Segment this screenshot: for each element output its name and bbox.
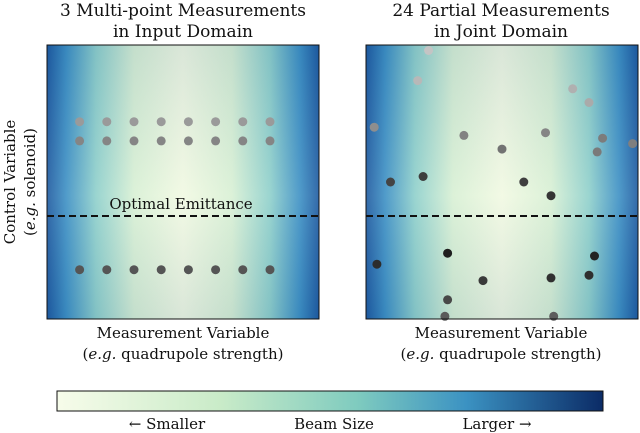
left-title-line1: 3 Multi-point Measurements [60, 1, 306, 21]
right-measurement-point [541, 128, 550, 138]
right-measurement-point [369, 122, 379, 132]
right-measurement-point [584, 98, 594, 107]
left-measurement-point [211, 117, 221, 127]
right-title-line2: in Joint Domain [434, 22, 568, 42]
left-measurement-point [75, 117, 85, 127]
right-title-line1: 24 Partial Measurements [392, 1, 609, 21]
right-measurement-point [372, 259, 382, 269]
left-heatmap-shade [47, 45, 319, 319]
right-measurement-point [478, 276, 488, 286]
right-measurement-point [386, 177, 395, 187]
colorbar-larger-label: Larger → [462, 415, 531, 433]
y-label-rest: solenoid) [21, 128, 39, 202]
left-x-label-line1: Measurement Variable [97, 324, 270, 342]
left-measurement-point [156, 117, 166, 127]
colorbar-beam-size-label: Beam Size [294, 415, 374, 433]
left-measurement-point [183, 117, 193, 127]
left-measurement-point [238, 136, 248, 146]
left-measurement-point [238, 265, 248, 275]
right-measurement-point [443, 248, 453, 258]
colorbar-gradient [56, 390, 604, 412]
right-measurement-point [424, 46, 434, 55]
left-measurement-point [75, 136, 85, 146]
right-panel: 24 Partial Measurements in Joint Domain … [365, 1, 639, 363]
left-points [75, 117, 275, 275]
right-measurement-point [418, 172, 428, 181]
right-heatmap-shade [366, 45, 638, 319]
right-measurement-point [413, 76, 423, 86]
left-panel: 3 Multi-point Measurements in Input Doma… [46, 1, 320, 363]
right-measurement-point [592, 147, 602, 157]
right-measurement-point [546, 191, 556, 201]
left-measurement-point [265, 117, 275, 127]
right-measurement-point [590, 251, 599, 261]
left-measurement-point [102, 265, 112, 275]
left-measurement-point [238, 117, 248, 127]
right-measurement-point [568, 84, 578, 94]
left-measurement-point [156, 265, 166, 275]
left-measurement-point [211, 265, 221, 275]
left-measurement-point [75, 265, 85, 275]
left-measurement-point [129, 265, 139, 275]
left-measurement-point [156, 136, 166, 146]
svg-text:Control Variable: Control Variable [1, 120, 19, 245]
left-measurement-point [183, 265, 193, 275]
y-label-open: ( [21, 230, 39, 236]
left-measurement-point [102, 136, 112, 146]
svg-text:(e.g. solenoid): (e.g. solenoid) [21, 128, 39, 236]
right-measurement-point [459, 130, 469, 140]
left-measurement-point [129, 117, 139, 127]
left-measurement-point [265, 136, 275, 146]
y-label-line1: Control Variable [1, 120, 19, 245]
left-measurement-point [129, 136, 139, 146]
left-x-label-line2: (e.g. quadrupole strength) [83, 345, 284, 363]
right-x-label-line1: Measurement Variable [415, 324, 588, 342]
left-measurement-point [211, 136, 221, 146]
right-frame [365, 44, 639, 320]
colorbar-smaller-label: ← Smaller [129, 415, 206, 433]
left-measurement-point [265, 265, 275, 275]
y-axis-label: Control Variable (e.g. solenoid) [1, 120, 39, 245]
right-measurement-point [584, 270, 594, 280]
left-measurement-point [102, 117, 112, 127]
left-measurement-point [183, 136, 193, 146]
right-measurement-point [598, 133, 608, 143]
right-measurement-point [519, 177, 529, 187]
colorbar: ← Smaller Beam Size Larger → [56, 390, 604, 433]
right-x-label-line2: (e.g. quadrupole strength) [401, 345, 602, 363]
right-measurement-point [546, 273, 556, 283]
left-frame [46, 44, 320, 320]
left-title-line2: in Input Domain [113, 22, 253, 42]
right-measurement-point [497, 144, 507, 154]
optimal-emittance-label: Optimal Emittance [109, 195, 252, 213]
right-measurement-point [443, 295, 453, 305]
right-measurement-point [628, 139, 638, 149]
y-label-italic: e.g. [21, 202, 39, 230]
